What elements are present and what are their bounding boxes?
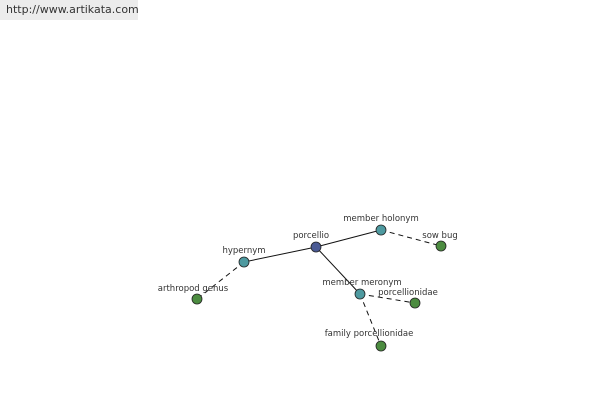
node-label-porcellio: porcellio	[293, 231, 329, 241]
node-label-arthropod-genus: arthropod genus	[158, 284, 229, 294]
edge-member-meronym-to-porcellionidae	[359, 293, 416, 304]
edge-porcellio-to-member-meronym	[315, 246, 361, 295]
node-label-sow-bug: sow bug	[422, 231, 457, 241]
edge-member-meronym-to-family-porcellionidae	[359, 293, 382, 347]
node-label-member-holonym: member holonym	[343, 214, 418, 224]
edge-porcellio-to-member-holonym	[315, 229, 382, 248]
node-sow-bug[interactable]	[435, 240, 447, 252]
watermark-url: http://www.artikata.com	[0, 0, 139, 20]
node-hypernym[interactable]	[238, 256, 250, 268]
node-member-meronym[interactable]	[354, 288, 366, 300]
node-label-family-porcellionidae: family porcellionidae	[325, 329, 414, 339]
graph-labels: porcellio member holonym hypernym member me…	[158, 214, 458, 339]
edge-hypernym-to-arthropod-genus	[196, 261, 245, 300]
graph-nodes	[191, 224, 447, 352]
node-label-porcellionidae: porcellionidae	[378, 288, 438, 298]
graph-edges	[196, 229, 442, 347]
node-family-porcellionidae[interactable]	[375, 340, 387, 352]
node-member-holonym[interactable]	[375, 224, 387, 236]
node-arthropod-genus[interactable]	[191, 293, 203, 305]
node-label-member-meronym: member meronym	[322, 278, 401, 288]
node-porcellionidae[interactable]	[409, 297, 421, 309]
edge-member-holonym-to-sow-bug	[380, 229, 442, 247]
edge-porcellio-to-hypernym	[243, 246, 317, 263]
node-label-hypernym: hypernym	[222, 246, 265, 256]
node-porcellio[interactable]	[310, 241, 322, 253]
